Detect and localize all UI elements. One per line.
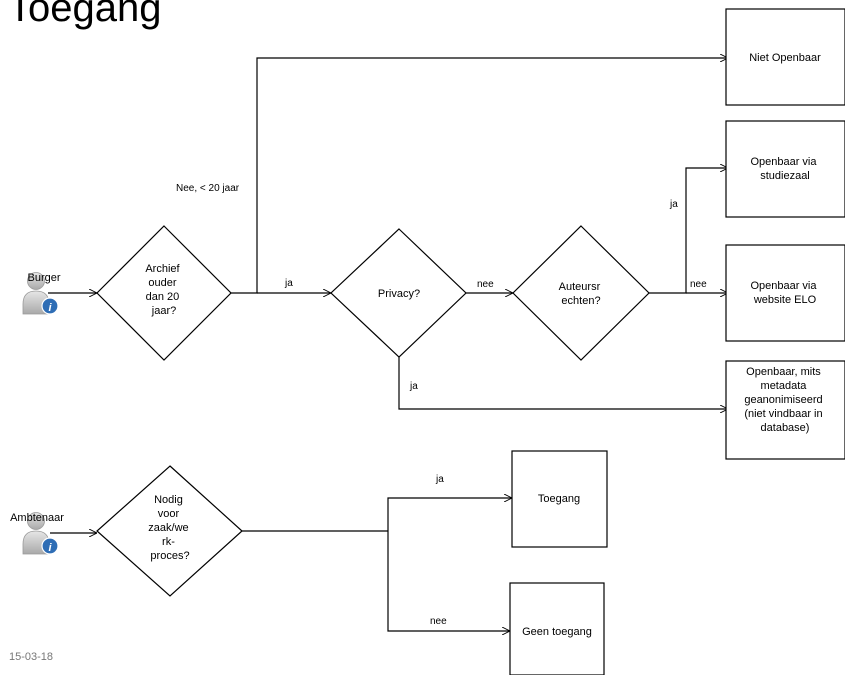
actor-ambtenaar-label: Ambtenaar <box>10 512 64 524</box>
outcome-studiezaal <box>725 120 845 218</box>
decision-privacy-text: Privacy? <box>378 288 420 300</box>
decision-archief-ouder <box>96 225 232 361</box>
edge-label-nee-privacy: nee <box>477 279 494 290</box>
decision-nodig-voor-zaak <box>96 465 243 597</box>
edge-label-ja-auteurs: ja <box>669 199 678 210</box>
outcome-toegang-text: Toegang <box>538 493 580 505</box>
user-info-icon: i <box>22 512 59 555</box>
outcome-niet-openbaar-text: Niet Openbaar <box>749 52 821 64</box>
edge-label-ja-nodig: ja <box>435 474 444 485</box>
edge-archief-niet-openbaar <box>231 58 728 294</box>
edge-privacy-geanonimiseerd <box>398 357 728 409</box>
edge-nodig-geen-toegang <box>387 531 510 631</box>
page-title: Toegang <box>8 0 162 30</box>
edge-label-nee-nodig: nee <box>430 616 447 627</box>
svg-text:i: i <box>48 302 52 314</box>
edge-label-ja-archief: ja <box>284 278 293 289</box>
edge-nodig-toegang <box>387 498 512 531</box>
decision-archief-text: Archief ouder dan 20 jaar? <box>145 263 182 317</box>
decision-privacy <box>330 228 467 358</box>
user-info-icon: i <box>22 272 59 315</box>
connectors-burger <box>48 58 728 409</box>
outcome-website-text: Openbaar via website ELO <box>750 280 819 306</box>
edge-label-ja-privacy: ja <box>409 381 418 392</box>
outcome-website <box>725 244 845 342</box>
edge-auteurs-studiezaal <box>649 168 728 294</box>
outcome-toegang <box>511 450 608 548</box>
outcome-studiezaal-text: Openbaar via studiezaal <box>750 156 819 182</box>
actor-burger-label: Burger <box>27 272 60 284</box>
outcome-geen-toegang <box>509 582 605 675</box>
edge-label-nee-auteurs: nee <box>690 279 707 290</box>
decision-auteursrechten <box>512 225 650 361</box>
outcome-geen-toegang-text: Geen toegang <box>522 626 592 638</box>
decision-nodig-text: Nodig voor zaak/we rk- proces? <box>148 494 191 562</box>
connectors-ambtenaar <box>50 498 512 631</box>
footer-date: 15-03-18 <box>9 651 54 663</box>
edge-label-nee-lt20: Nee, < 20 jaar <box>176 183 240 194</box>
outcome-geanonimiseerd <box>725 360 845 460</box>
outcome-niet-openbaar <box>725 8 845 106</box>
svg-text:i: i <box>48 542 52 554</box>
outcome-geanonimiseerd-text: Openbaar, mits metadata geanonimiseerd (… <box>744 366 825 434</box>
decision-auteursrechten-text: Auteursr echten? <box>559 281 604 307</box>
